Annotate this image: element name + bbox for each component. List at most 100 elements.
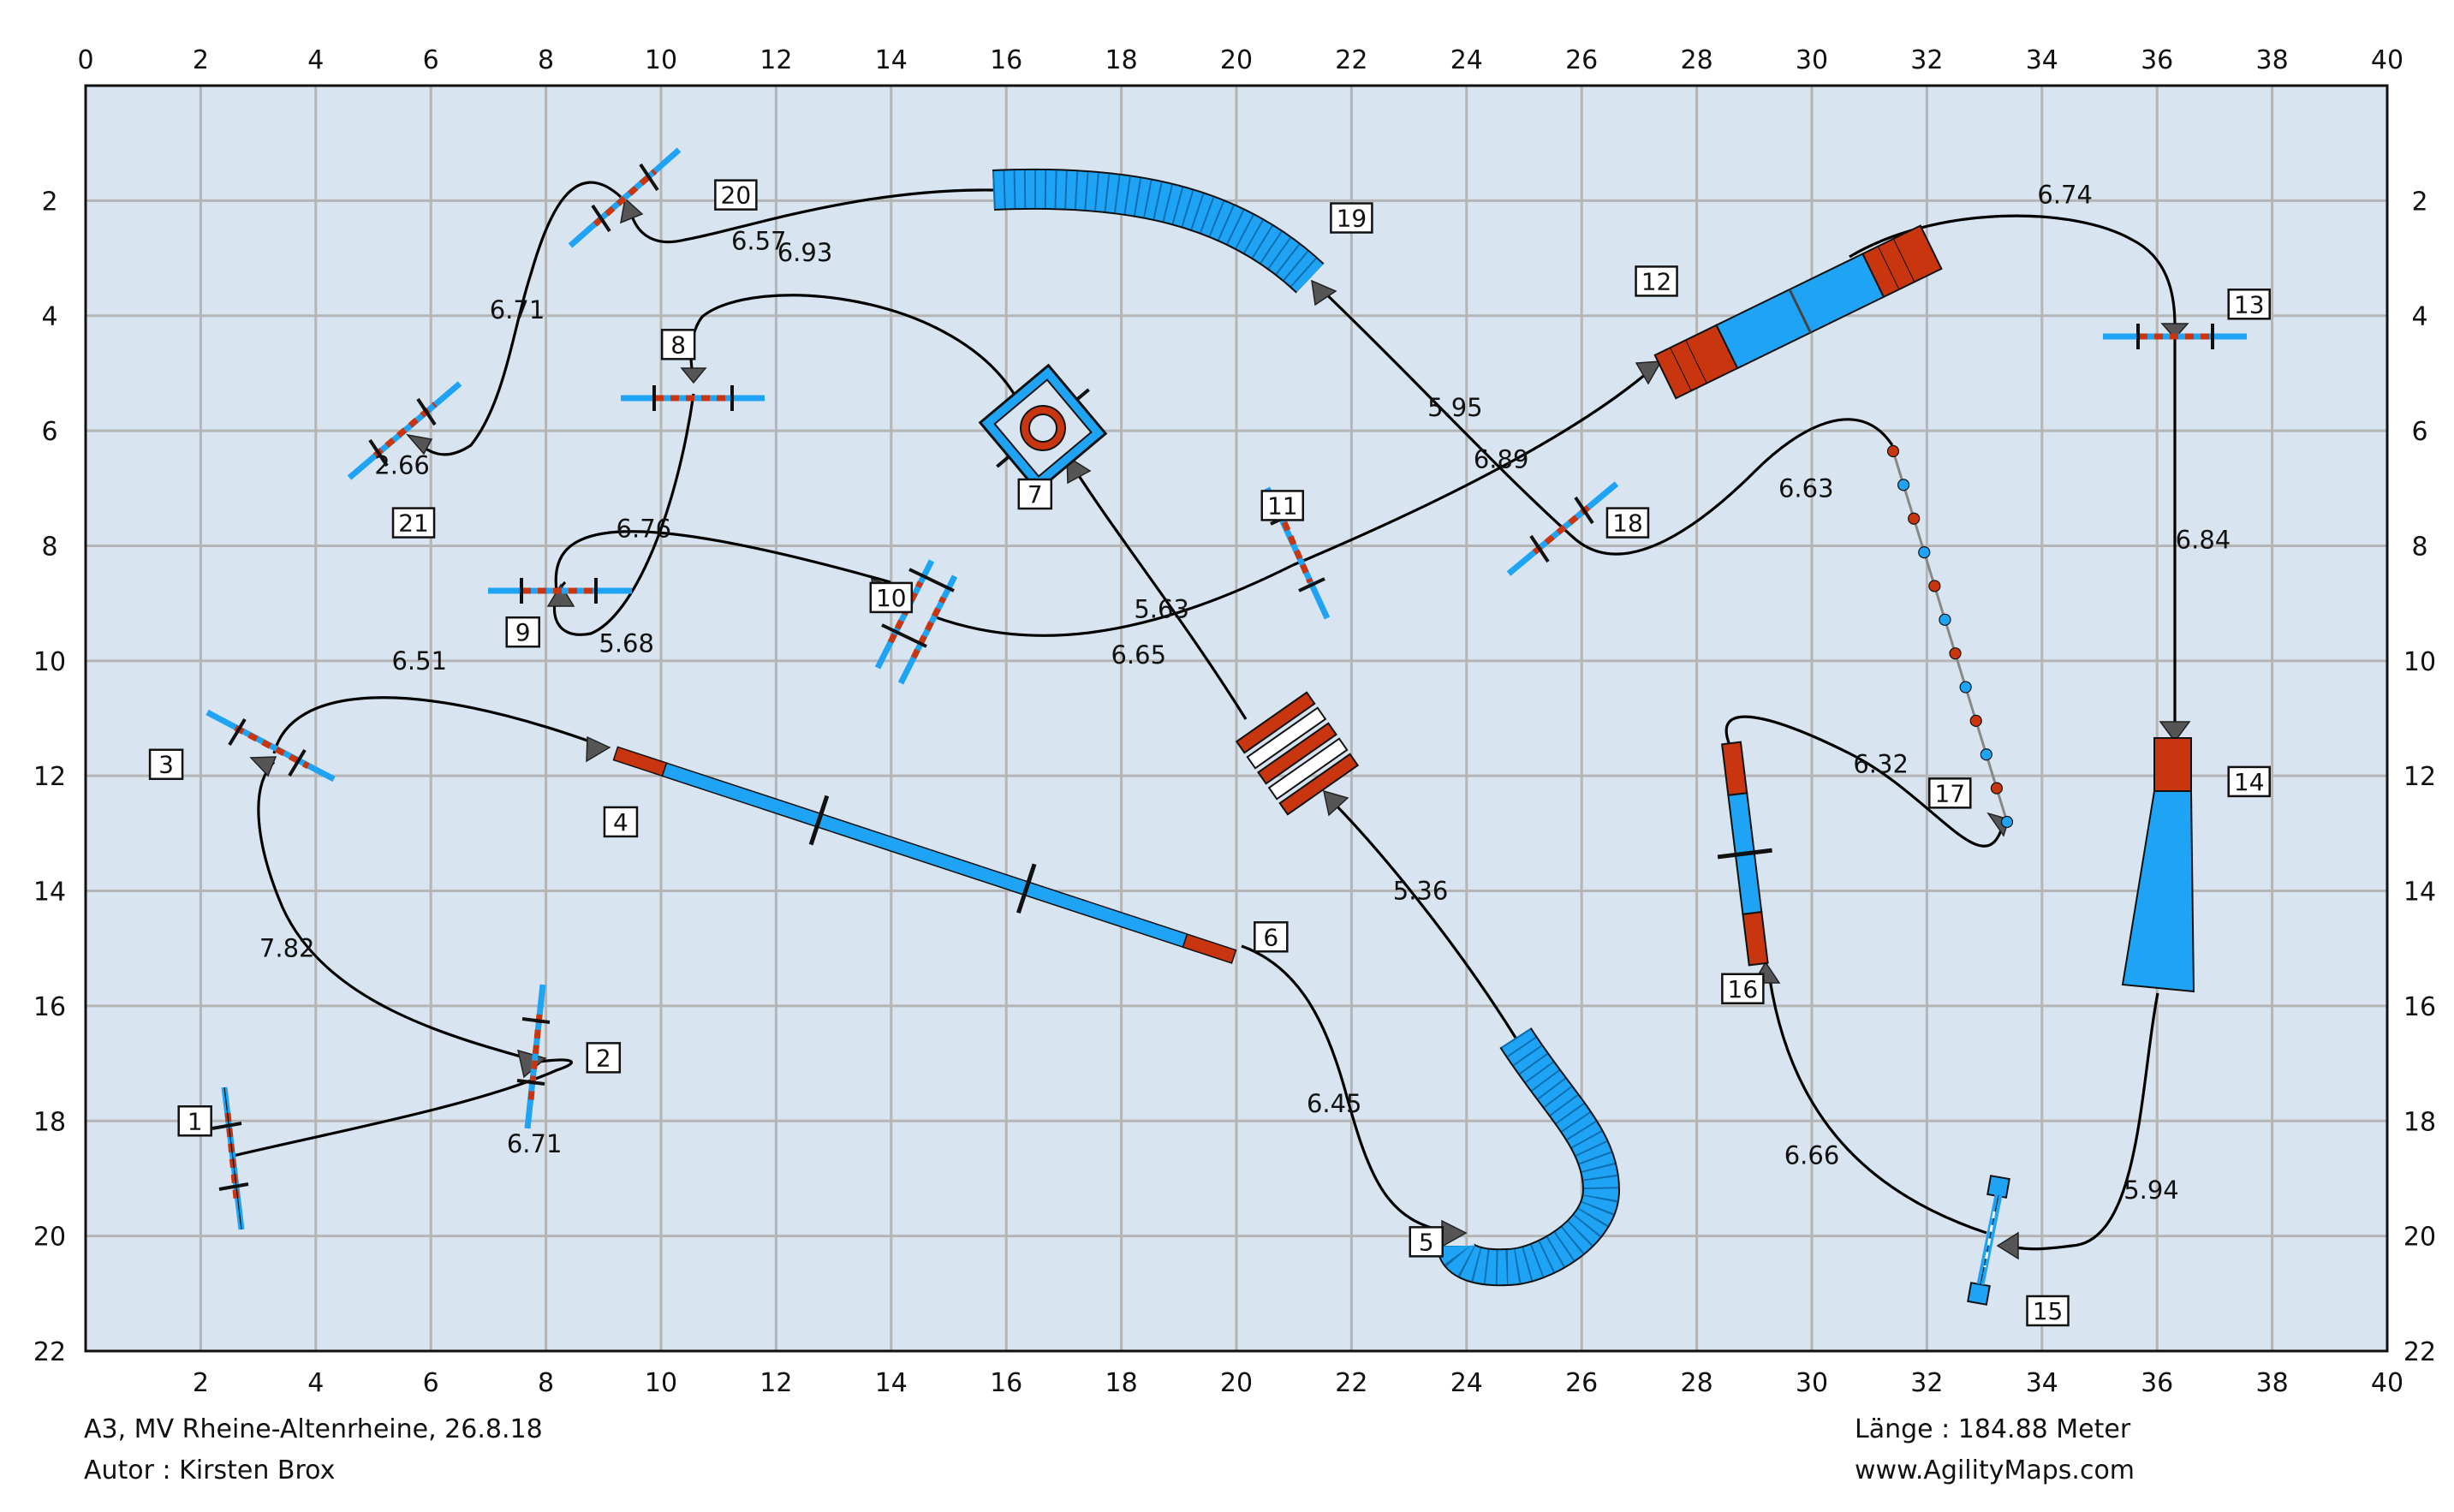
axis-tick-top: 38 (2256, 45, 2289, 75)
obstacle-number-10: 10 (869, 581, 914, 614)
path-segment-9-10 (554, 530, 891, 592)
course-author: Autor : Kirsten Brox (84, 1455, 336, 1485)
axis-tick-left: 20 (33, 1223, 66, 1253)
obstacle-number-text: 3 (158, 751, 174, 779)
obstacle-number-text: 13 (2234, 290, 2265, 318)
axis-tick-bottom: 36 (2141, 1368, 2173, 1398)
axis-tick-right: 6 (2411, 417, 2427, 447)
distance-label: 6.65 (1111, 640, 1166, 670)
path-segment-10-11 (932, 563, 1294, 637)
obstacle-number-text: 2 (596, 1044, 611, 1072)
axis-tick-left: 22 (33, 1337, 66, 1367)
course-length: Länge : 184.88 Meter (1855, 1414, 2131, 1444)
distance-label: 6.76 (616, 514, 672, 543)
distance-label: 6.84 (2176, 526, 2231, 555)
jump-20 (568, 147, 682, 248)
obstacle-number-13: 13 (2227, 289, 2271, 320)
axis-tick-bottom: 16 (990, 1368, 1022, 1398)
arrowhead (2160, 323, 2189, 340)
axis-tick-left: 14 (33, 878, 66, 908)
obstacle-number-6: 6 (1254, 921, 1289, 953)
distance-label: 5.68 (599, 629, 654, 658)
path-segment-20-21 (409, 181, 622, 456)
axis-tick-bottom: 38 (2256, 1368, 2289, 1398)
weave-pole (1969, 714, 1982, 728)
distance-text: 5.36 (1393, 877, 1449, 906)
distance-label: 6.71 (490, 295, 545, 324)
distance-label: 6.93 (777, 238, 833, 267)
distance-label: 6.89 (1474, 445, 1529, 474)
axis-tick-bottom: 12 (759, 1368, 792, 1398)
axis-tick-right: 18 (2403, 1107, 2436, 1137)
jump-3 (205, 709, 336, 783)
axis-tick-left: 6 (41, 417, 57, 447)
axis-tick-top: 22 (1335, 45, 1367, 75)
axis-tick-top: 0 (77, 45, 93, 75)
axis-tick-right: 16 (2403, 992, 2436, 1022)
distance-text: 6.51 (391, 646, 447, 676)
distance-label: 6.45 (1307, 1089, 1362, 1118)
distance-text: 2.66 (374, 450, 430, 479)
axis-tick-bottom: 20 (1220, 1368, 1253, 1398)
axis-tick-top: 24 (1450, 45, 1483, 75)
weave-pole (2000, 815, 2014, 829)
course-title: A3, MV Rheine-Altenrheine, 26.8.18 (84, 1414, 543, 1444)
tire-7 (978, 363, 1108, 493)
axis-tick-bottom: 24 (1450, 1368, 1483, 1398)
arrowhead (1323, 789, 1349, 817)
arrowhead (249, 756, 277, 777)
obstacle-number-text: 6 (1263, 923, 1278, 951)
weave-pole (1918, 545, 1931, 559)
arrowhead (1311, 279, 1337, 307)
axis-tick-left: 16 (33, 992, 66, 1022)
distance-text: 5.63 (1134, 594, 1189, 623)
axis-tick-top: 28 (1681, 45, 1713, 75)
axis-tick-right: 2 (2411, 187, 2427, 217)
distance-text: 6.71 (507, 1129, 563, 1158)
axis-tick-top: 12 (759, 45, 792, 75)
axis-tick-top: 10 (645, 45, 677, 75)
distance-label: 6.63 (1778, 473, 1834, 503)
weave-pole (1908, 512, 1921, 525)
path-segment-6-7 (1069, 461, 1248, 720)
distance-label: 6.66 (1784, 1141, 1840, 1170)
aframe-16 (1717, 741, 1772, 967)
weaves-17 (1886, 444, 2014, 829)
obstacle-number-15: 15 (2026, 1295, 2070, 1327)
axis-tick-top: 4 (307, 45, 324, 75)
obstacle-number-20: 20 (714, 179, 758, 211)
obstacle-number-text: 10 (876, 584, 907, 612)
axis-tick-bottom: 28 (1681, 1368, 1713, 1398)
path-segment-15-16 (1766, 967, 1987, 1235)
distance-label: 6.71 (507, 1129, 563, 1158)
path-segment-18-19 (1317, 285, 1577, 541)
obstacle-number-18: 18 (1605, 507, 1650, 539)
axis-tick-bottom: 40 (2371, 1368, 2403, 1398)
axis-tick-left: 18 (33, 1107, 66, 1137)
obstacle-number-text: 17 (1934, 779, 1965, 807)
distance-label: 6.51 (391, 646, 447, 676)
axis-tick-bottom: 30 (1796, 1368, 1828, 1398)
axis-tick-top: 30 (1796, 45, 1828, 75)
path-segment-1-2 (232, 1058, 574, 1158)
distance-label: 2.66 (374, 450, 430, 479)
path-segment-16-17 (1724, 715, 2005, 848)
jump-15 (1967, 1175, 2010, 1306)
obstacle-number-text: 11 (1267, 491, 1298, 520)
distance-label: 5.63 (1134, 594, 1189, 623)
distance-text: 6.57 (731, 226, 787, 255)
obstacle-number-12: 12 (1635, 265, 1678, 297)
axis-tick-bottom: 32 (1910, 1368, 1943, 1398)
obstacle-number-text: 7 (1027, 480, 1043, 509)
arrowhead (2159, 721, 2191, 743)
distance-text: 6.71 (490, 295, 545, 324)
distance-text: 6.84 (2176, 526, 2231, 555)
axis-tick-right: 20 (2403, 1223, 2436, 1253)
axis-tick-top: 14 (875, 45, 908, 75)
site-url[interactable]: www.AgilityMaps.com (1855, 1455, 2135, 1485)
weave-pole (1949, 647, 1962, 660)
seesaw-12 (1653, 224, 1943, 400)
